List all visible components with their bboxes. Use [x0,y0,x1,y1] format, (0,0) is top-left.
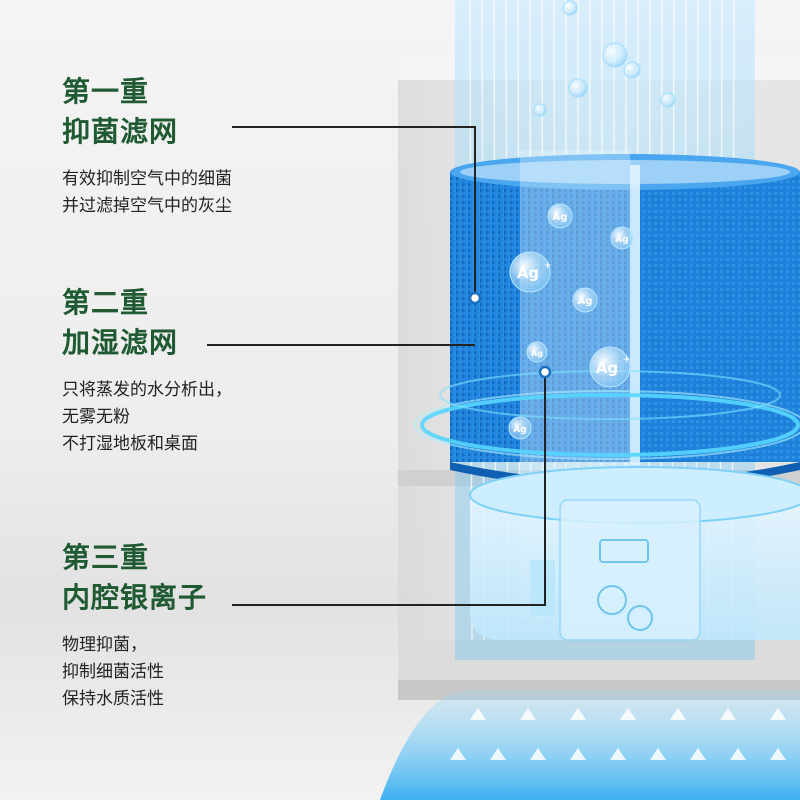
feature-description: 物理抑菌， 抑制细菌活性 保持水质活性 [62,632,207,713]
ion-bubble: Ag [526,341,548,363]
ion-label: Ag [578,296,593,307]
feature-humidifying-filter: 第二重 加湿滤网 只将蒸发的水分析出， 无雾无粉 不打湿地板和桌面 [62,283,232,458]
description-line: 保持水质活性 [62,689,164,709]
callout-line-1 [232,126,476,293]
ion-charge: + [544,261,552,271]
description-line: 不打湿地板和桌面 [62,434,198,454]
feature-description: 只将蒸发的水分析出， 无雾无粉 不打湿地板和桌面 [62,377,232,458]
feature-antibacterial-filter: 第一重 抑菌滤网 有效抑制空气中的细菌 并过滤掉空气中的灰尘 [62,72,232,220]
feature-stage-label: 第一重 [62,75,150,108]
feature-stage-label: 第三重 [62,541,150,574]
feature-title: 内腔银离子 [62,581,208,614]
callout-lines [207,126,546,606]
ion-bubble: Ag + [509,251,552,293]
description-line: 只将蒸发的水分析出， [62,380,232,400]
air-bubbles [533,0,676,117]
ion-charge: + [623,355,631,365]
feature-stage-label: 第二重 [62,286,150,319]
silver-ion-particles: Ag Ag Ag + Ag Ag Ag + [508,203,634,440]
ion-bubble: Ag + [589,346,631,388]
feature-title: 加湿滤网 [62,326,179,359]
ion-bubble: Ag [547,203,573,229]
feature-title: 抑菌滤网 [62,115,179,148]
ion-label: Ag [513,425,526,435]
description-line: 并过滤掉空气中的灰尘 [62,196,232,216]
description-line: 抑制细菌活性 [62,662,164,682]
intake-airflow [380,690,800,800]
water-tank [469,466,800,641]
ion-label: Ag [517,264,539,282]
ion-label: Ag [615,235,628,245]
callout-marker-3 [538,365,552,379]
feature-description: 有效抑制空气中的细菌 并过滤掉空气中的灰尘 [62,166,232,220]
ion-bubble: Ag [572,287,598,313]
callout-marker-1 [468,291,482,305]
callout-markers [468,291,552,379]
callout-line-3 [232,373,546,606]
ion-bubble: Ag [610,226,634,250]
ion-label: Ag [553,212,568,223]
feature-silver-ion-chamber: 第三重 内腔银离子 物理抑菌， 抑制细菌活性 保持水质活性 [62,538,207,713]
description-line: 无雾无粉 [62,407,130,427]
ion-label: Ag [596,359,618,377]
description-line: 有效抑制空气中的细菌 [62,169,232,189]
description-line: 物理抑菌， [62,635,147,655]
ion-bubble: Ag [508,416,532,440]
ion-label: Ag [531,349,543,358]
